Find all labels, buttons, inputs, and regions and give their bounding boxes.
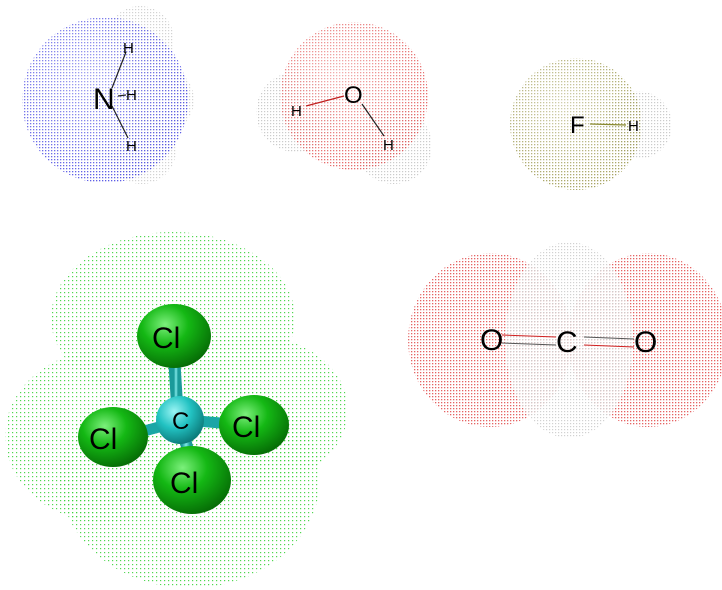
ccl4-chlorine-ball-left: [78, 407, 148, 467]
water-bond-right: [361, 103, 385, 137]
co2-oxygen-label-right: O: [634, 326, 657, 359]
hf-fluorine-label: F: [570, 112, 585, 139]
ammonia-molecule: N H H H: [22, 6, 194, 184]
water-oxygen-sheen: [280, 22, 428, 170]
water-molecule: O H H: [256, 22, 432, 184]
ammonia-bond-3: [111, 105, 129, 139]
ccl4-chlorine-label-top: Cl: [152, 322, 180, 355]
water-bond-left: [305, 95, 345, 107]
ccl4-chlorine-ball-right: [219, 395, 289, 455]
carbon-tetrachloride-molecule: Cl Cl Cl Cl C: [5, 232, 348, 588]
carbon-dioxide-molecule: O C O: [408, 242, 722, 438]
hf-hydrogen-label: H: [628, 118, 639, 135]
co2-carbon-cloud: [505, 242, 633, 438]
water-oxygen-label: O: [344, 82, 363, 109]
ammonia-hydrogen-label-middle: H: [126, 87, 137, 104]
co2-carbon-cloud-fill: [505, 242, 633, 438]
ccl4-carbon-ball: [156, 396, 204, 444]
ammonia-bond-1: [111, 51, 127, 89]
co2-bond-left-1: [501, 334, 557, 338]
co2-bond-left-2: [501, 342, 557, 346]
ammonia-hydrogen-label-top: H: [123, 40, 134, 57]
co2-bond-right-2: [583, 344, 635, 348]
co2-carbon-label: C: [556, 326, 578, 359]
co2-bond-right-1: [583, 336, 635, 340]
ccl4-carbon-label: C: [172, 408, 189, 435]
ccl4-chlorine-label-right: Cl: [232, 411, 260, 444]
ammonia-bond-2: [117, 94, 127, 97]
ammonia-nitrogen-sheen: [22, 17, 188, 183]
ccl4-chlorine-ball-top: [137, 304, 211, 368]
hf-fluorine-sheen: [510, 58, 642, 190]
ccl4-chlorine-label-bottom: Cl: [170, 467, 198, 500]
hydrogen-fluoride-molecule: F H: [510, 58, 672, 190]
water-hydrogen-label-right: H: [383, 137, 394, 154]
co2-oxygen-label-left: O: [480, 324, 503, 357]
ammonia-nitrogen-label: N: [93, 83, 115, 116]
water-hydrogen-label-left: H: [291, 103, 302, 120]
ccl4-chlorine-label-left: Cl: [89, 423, 117, 456]
ccl4-chlorine-ball-bottom: [153, 446, 231, 514]
ammonia-hydrogen-label-bottom: H: [126, 138, 137, 155]
hf-bond: [589, 123, 627, 126]
